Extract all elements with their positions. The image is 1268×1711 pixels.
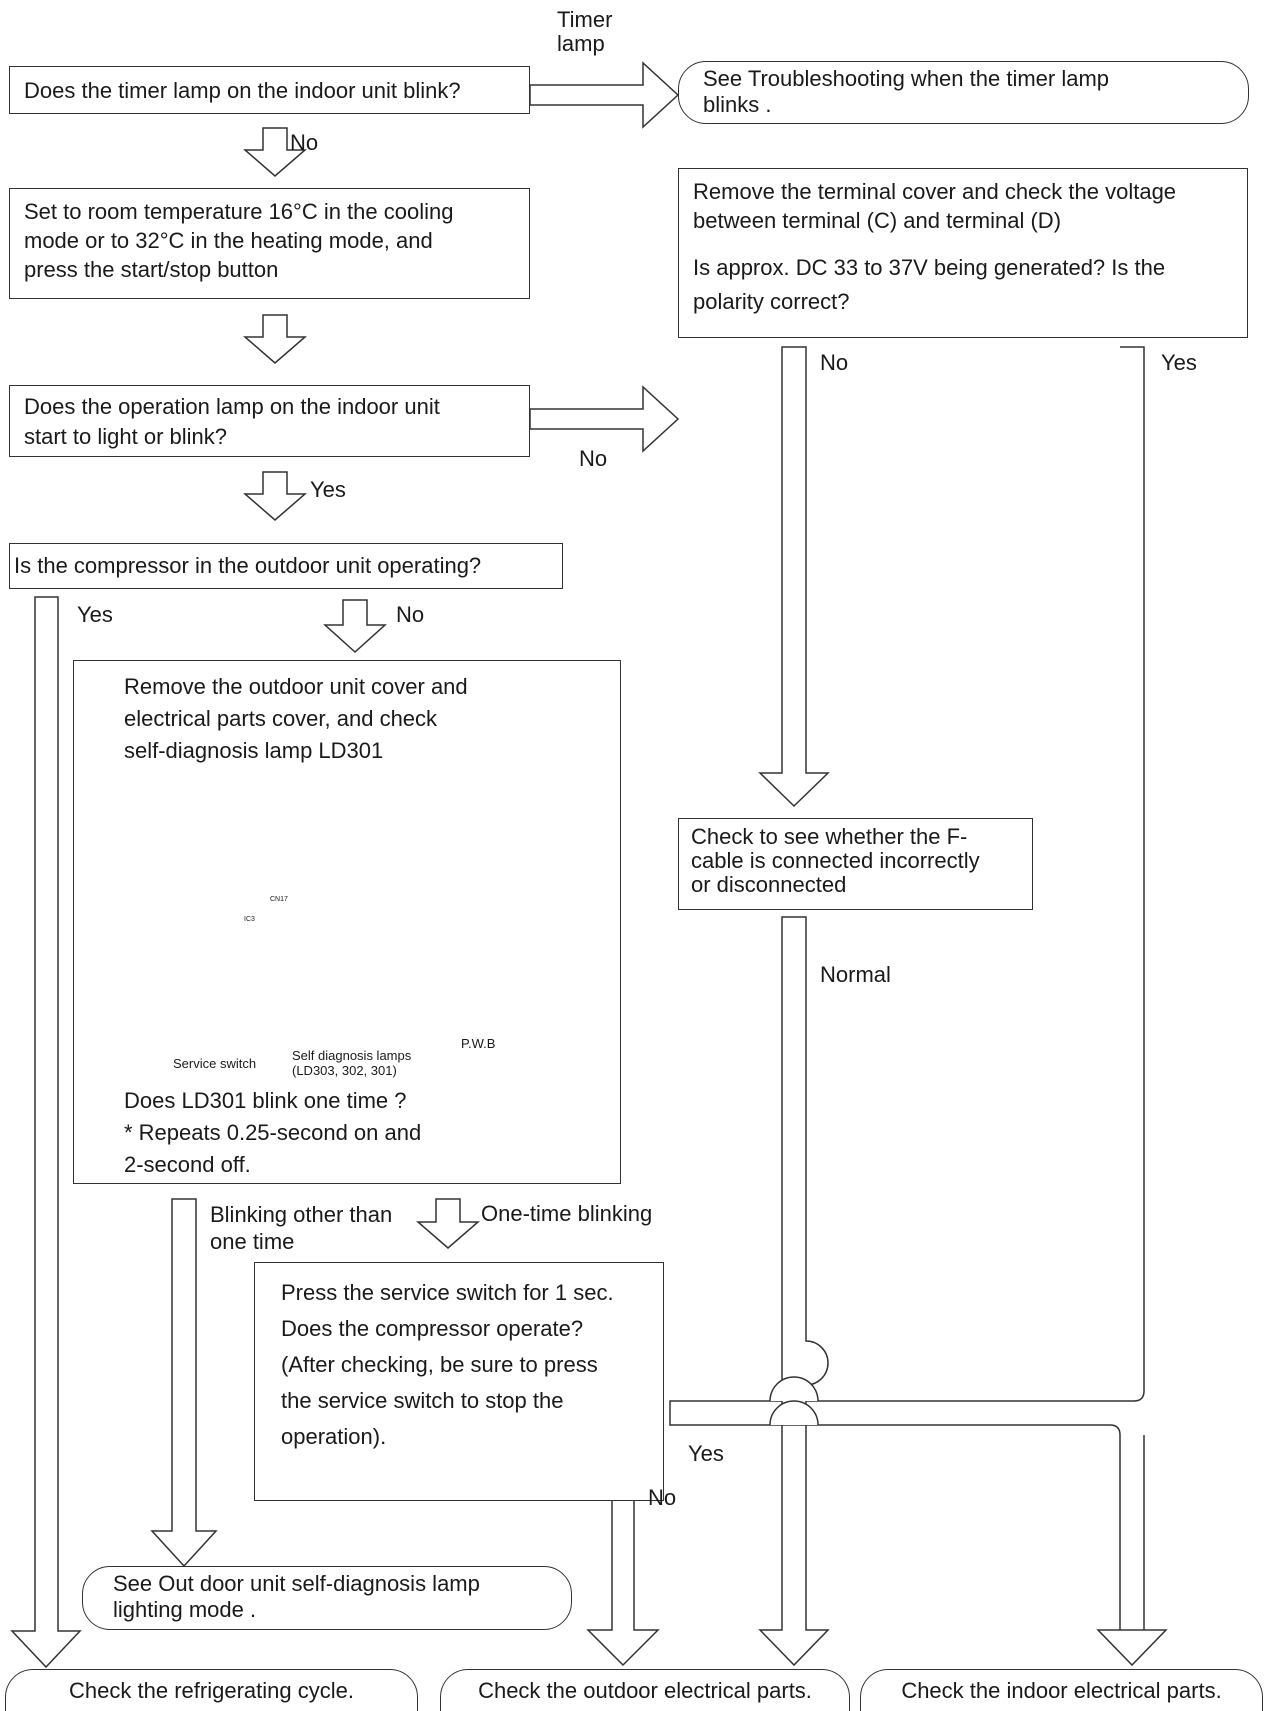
arrow-one-time — [418, 1199, 478, 1248]
label-service-no: No — [648, 1485, 676, 1511]
outdoor-parts-text: Check the outdoor electrical parts. — [478, 1678, 812, 1703]
label-fcable-normal: Normal — [820, 962, 891, 988]
timer-blink-question-text: Does the timer lamp on the indoor unit b… — [24, 78, 461, 103]
self-diagnosis-mode-line-2: lighting mode . — [113, 1597, 541, 1623]
compressor-question-text: Is the compressor in the outdoor unit op… — [14, 553, 481, 578]
pcb-label-cn: CN17 — [270, 892, 288, 907]
ld301-question-line-1: Does LD301 blink one time ? — [124, 1085, 570, 1117]
set-temperature-line-1: Set to room temperature 16°C in the cool… — [24, 197, 515, 226]
label-compressor-no: No — [396, 602, 424, 628]
self-diagnosis-mode-line-1: See Out door unit self-diagnosis lamp — [113, 1571, 541, 1597]
terminal-voltage-check: Remove the terminal cover and check the … — [678, 168, 1248, 338]
arrow-fcable-normal — [760, 917, 828, 1665]
service-switch-line-2: Does the compressor operate? — [281, 1311, 637, 1347]
set-temperature-line-2: mode or to 32°C in the heating mode, and — [24, 226, 515, 255]
operation-lamp-question: Does the operation lamp on the indoor un… — [9, 385, 530, 457]
arrow-compressor-no — [325, 600, 385, 652]
label-terminal-yes: Yes — [1161, 350, 1197, 376]
set-temperature-step: Set to room temperature 16°C in the cool… — [9, 188, 530, 299]
label-blink-other-2: one time — [210, 1228, 392, 1255]
arrow-timer-lamp — [530, 63, 678, 127]
label-blink-other-1: Blinking other than — [210, 1201, 392, 1228]
outdoor-cover-check: Remove the outdoor unit cover and electr… — [73, 660, 621, 1184]
terminal-voltage-line-1: Remove the terminal cover and check the … — [693, 177, 1233, 206]
f-cable-line-1: Check to see whether the F- — [691, 825, 1020, 849]
pcb-label-self-diag-2: (LD303, 302, 301) — [292, 1063, 411, 1078]
arrow-op-lamp-yes — [245, 472, 305, 520]
f-cable-check: Check to see whether the F- cable is con… — [678, 818, 1033, 910]
service-switch-check: Press the service switch for 1 sec. Does… — [254, 1262, 664, 1501]
label-op-lamp-yes: Yes — [310, 477, 346, 503]
label-one-time-blinking: One-time blinking — [481, 1201, 652, 1227]
service-switch-line-3: (After checking, be sure to press — [281, 1347, 637, 1383]
refrigerating-cycle-terminal: Check the refrigerating cycle. — [5, 1669, 418, 1711]
operation-lamp-line-2: start to light or blink? — [24, 422, 515, 452]
f-cable-line-2: cable is connected incorrectly — [691, 849, 1020, 873]
terminal-voltage-line-2: between terminal (C) and terminal (D) — [693, 206, 1233, 235]
service-switch-line-5: operation). — [281, 1419, 637, 1455]
arrow-blink-other — [152, 1199, 216, 1566]
outdoor-cover-line-3: self-diagnosis lamp LD301 — [124, 735, 570, 767]
pcb-label-pwb: P.W.B — [461, 1036, 495, 1051]
timer-troubleshooting-line-1: See Troubleshooting when the timer lamp — [703, 66, 1224, 92]
service-switch-line-1: Press the service switch for 1 sec. — [281, 1275, 637, 1311]
outdoor-cover-line-1: Remove the outdoor unit cover and — [124, 671, 570, 703]
label-service-yes: Yes — [688, 1441, 724, 1467]
terminal-voltage-line-3: Is approx. DC 33 to 37V being generated?… — [693, 251, 1233, 285]
self-diagnosis-mode-terminal: See Out door unit self-diagnosis lamp li… — [82, 1566, 572, 1630]
timer-troubleshooting-terminal: See Troubleshooting when the timer lamp … — [678, 61, 1249, 124]
operation-lamp-line-1: Does the operation lamp on the indoor un… — [24, 392, 515, 422]
indoor-parts-terminal: Check the indoor electrical parts. — [860, 1669, 1263, 1711]
label-timer-lamp-2: lamp — [557, 32, 612, 56]
label-timer-lamp: Timer lamp — [557, 8, 612, 56]
refrigerating-cycle-text: Check the refrigerating cycle. — [69, 1678, 354, 1703]
pcb-label-self-diag-1: Self diagnosis lamps — [292, 1048, 411, 1063]
label-blink-other: Blinking other than one time — [210, 1201, 392, 1255]
outdoor-cover-line-2: electrical parts cover, and check — [124, 703, 570, 735]
wire-hop — [770, 1377, 818, 1401]
arrow-op-lamp-no — [530, 387, 678, 451]
label-op-lamp-no: No — [579, 446, 607, 472]
pcb-label-ic: IC3 — [244, 912, 255, 927]
arrow-compressor-yes — [12, 597, 80, 1667]
terminal-voltage-line-4: polarity correct? — [693, 285, 1233, 319]
label-timer-lamp-1: Timer — [557, 8, 612, 32]
arrow-terminal-no — [760, 347, 828, 806]
arrow-terminal-yes — [670, 347, 1166, 1665]
label-compressor-yes: Yes — [77, 602, 113, 628]
compressor-question: Is the compressor in the outdoor unit op… — [9, 543, 563, 589]
f-cable-line-3: or disconnected — [691, 873, 1020, 897]
timer-troubleshooting-line-2: blinks . — [703, 92, 1224, 118]
indoor-parts-text: Check the indoor electrical parts. — [901, 1678, 1221, 1703]
ld301-question-line-2: * Repeats 0.25-second on and — [124, 1117, 570, 1149]
ld301-question-line-3: 2-second off. — [124, 1149, 570, 1181]
label-timer-no: No — [290, 130, 318, 156]
outdoor-parts-terminal: Check the outdoor electrical parts. — [440, 1669, 850, 1711]
pcb-label-service-switch: Service switch — [173, 1056, 256, 1071]
set-temperature-line-3: press the start/stop button — [24, 255, 515, 284]
service-switch-line-4: the service switch to stop the — [281, 1383, 637, 1419]
label-terminal-no: No — [820, 350, 848, 376]
arrow-set-temp-down — [245, 315, 305, 363]
timer-blink-question: Does the timer lamp on the indoor unit b… — [9, 66, 530, 114]
pcb-label-self-diag-lamps: Self diagnosis lamps (LD303, 302, 301) — [292, 1048, 411, 1078]
